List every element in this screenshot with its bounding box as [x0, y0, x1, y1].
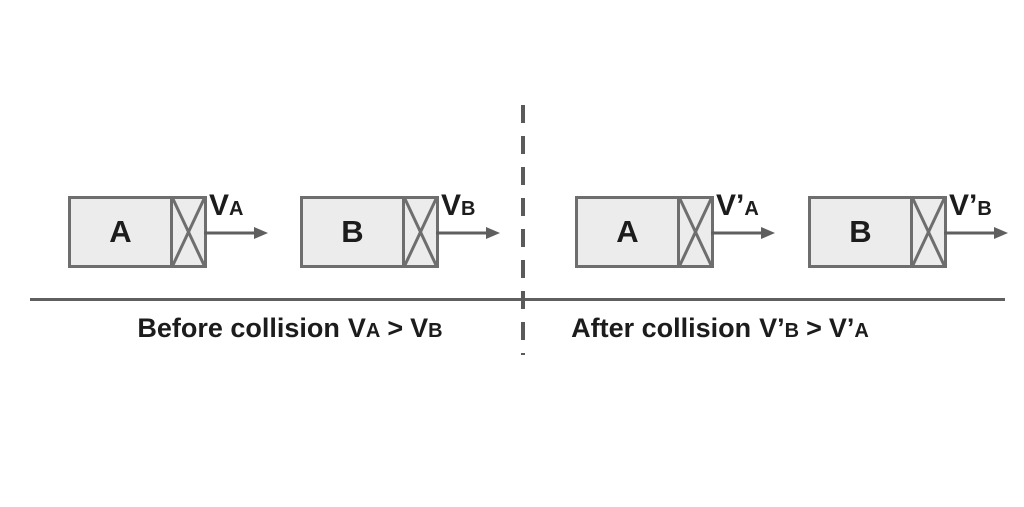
caption-v1-base: V’ — [759, 313, 785, 343]
cross-icon — [913, 199, 944, 265]
caption-v2-base: V’ — [828, 313, 855, 343]
velocity-subscript: A — [744, 198, 759, 220]
caption-v1-subscript: A — [365, 320, 381, 342]
crossed-box — [677, 199, 711, 265]
velocity-label: V’A — [716, 190, 759, 225]
cross-icon — [680, 199, 711, 265]
block-body: B — [300, 196, 439, 268]
block-label: A — [616, 214, 639, 249]
block-body: A — [575, 196, 714, 268]
caption-text: After collision — [571, 313, 752, 343]
caption-v1: V’B — [759, 313, 799, 343]
caption-text: Before collision — [137, 313, 340, 343]
velocity-base: V’ — [716, 189, 745, 222]
caption-operator: > — [387, 313, 404, 343]
block-unit-before-a: A VA — [68, 190, 278, 268]
caption-operator: > — [806, 313, 822, 343]
block-unit-after-b: B V’B — [808, 190, 1018, 268]
caption-v2-subscript: A — [854, 320, 869, 342]
velocity-base: V — [209, 189, 230, 222]
crossed-box — [402, 199, 436, 265]
block-body: B — [808, 196, 947, 268]
cross-icon — [173, 199, 204, 265]
block-label: A — [109, 214, 132, 249]
velocity-arrow — [436, 227, 500, 239]
velocity-arrow — [711, 227, 775, 239]
block-body: A — [68, 196, 207, 268]
divider-dashed-line — [521, 105, 525, 355]
caption-v1-base: V — [347, 313, 366, 343]
velocity-arrow — [944, 227, 1008, 239]
velocity-label: V’B — [949, 190, 992, 225]
velocity-subscript: A — [229, 198, 244, 220]
caption-v2: V’A — [829, 313, 869, 343]
velocity-subscript: B — [461, 198, 476, 220]
block-label: B — [849, 214, 872, 249]
velocity-arrow — [204, 227, 268, 239]
cross-icon — [405, 199, 436, 265]
block-label: B — [341, 214, 364, 249]
caption-v2-subscript: B — [428, 320, 443, 342]
caption-v1-subscript: B — [784, 320, 800, 342]
velocity-label: VB — [441, 190, 475, 225]
velocity-label: VA — [209, 190, 243, 225]
velocity-base: V’ — [949, 189, 978, 222]
crossed-box — [170, 199, 204, 265]
ground-line — [30, 298, 1005, 301]
caption-v2-base: V — [410, 313, 429, 343]
velocity-base: V — [441, 189, 462, 222]
velocity-subscript: B — [977, 198, 992, 220]
crossed-box — [910, 199, 944, 265]
block-unit-after-a: A V’A — [575, 190, 785, 268]
caption-v1: VA — [348, 313, 380, 343]
block-unit-before-b: B VB — [300, 190, 510, 268]
caption-v2: VB — [410, 313, 442, 343]
